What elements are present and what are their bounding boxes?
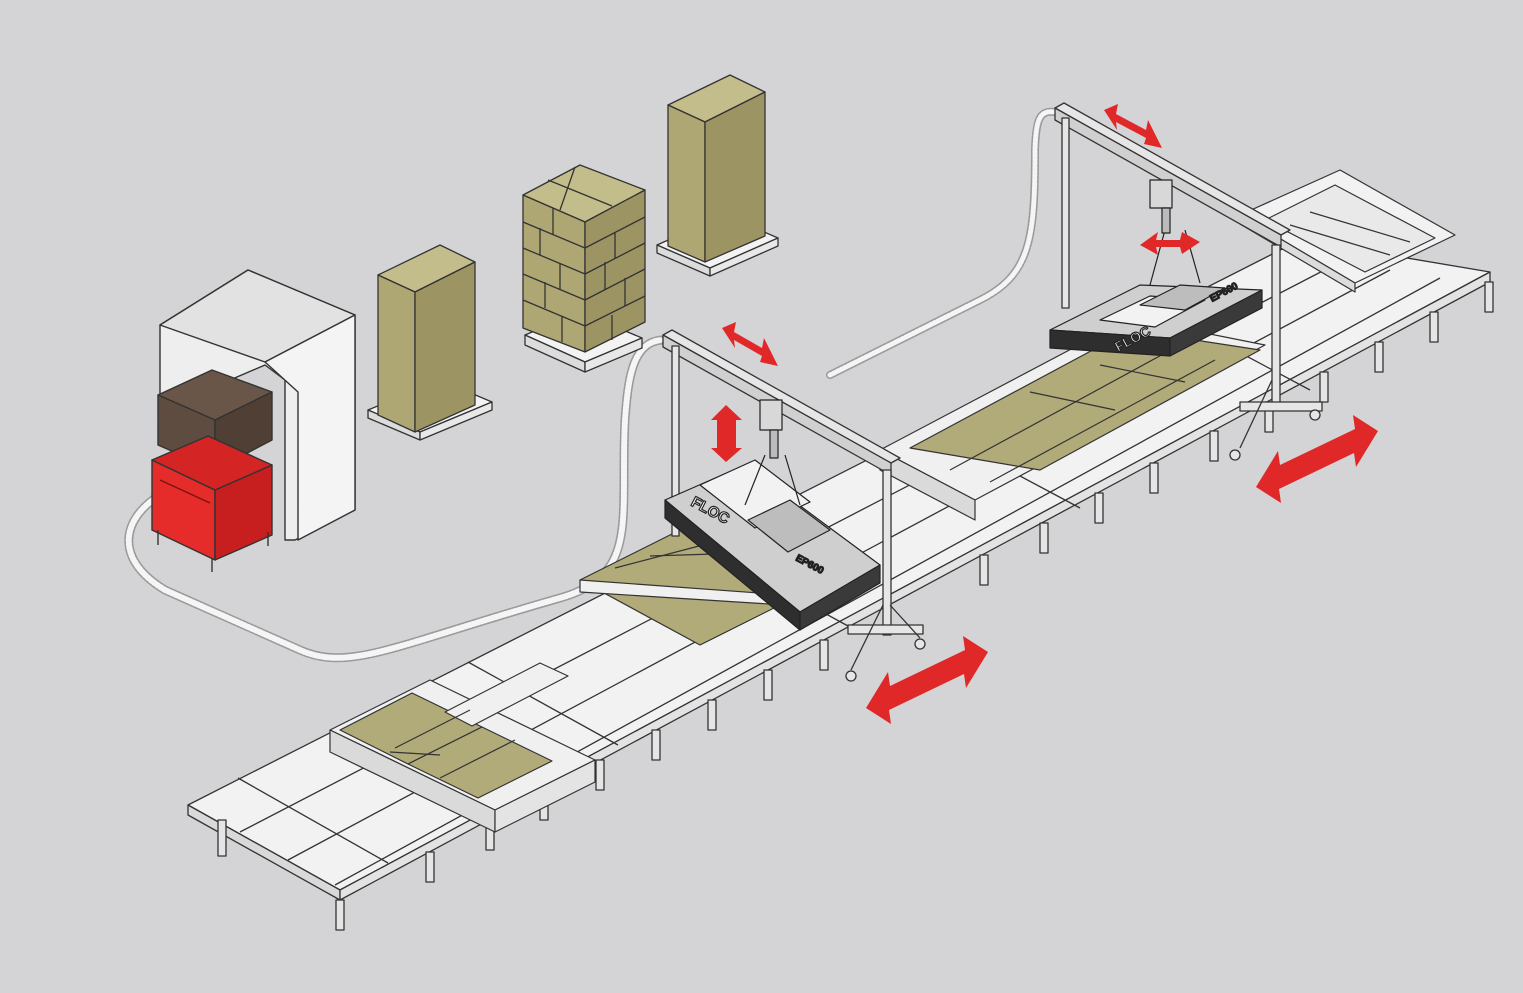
material-bale-icon [367,244,493,441]
trolley-travel-arrow [722,322,778,366]
vacuum-lifter-icon: FLOC EP600 [1049,179,1263,357]
gantry-travel-arrow [866,636,988,724]
rotate-arrow [1140,232,1200,255]
insulation-panel-icon [329,662,596,833]
vacuum-lifter-icon: FLOC EP600 [664,399,881,631]
material-bale-icon [656,74,779,277]
insulation-panel-icon [879,317,1266,521]
gantry-crane-icon [1054,102,1323,461]
flex-hose-icon [124,107,1059,663]
trolley-travel-arrow [1104,104,1162,148]
hoist-vertical-arrow [711,405,742,462]
stacked-cartons-pallet-icon [522,164,646,373]
gantry-travel-arrow [1256,415,1378,503]
blowing-machine-icon [151,269,356,572]
